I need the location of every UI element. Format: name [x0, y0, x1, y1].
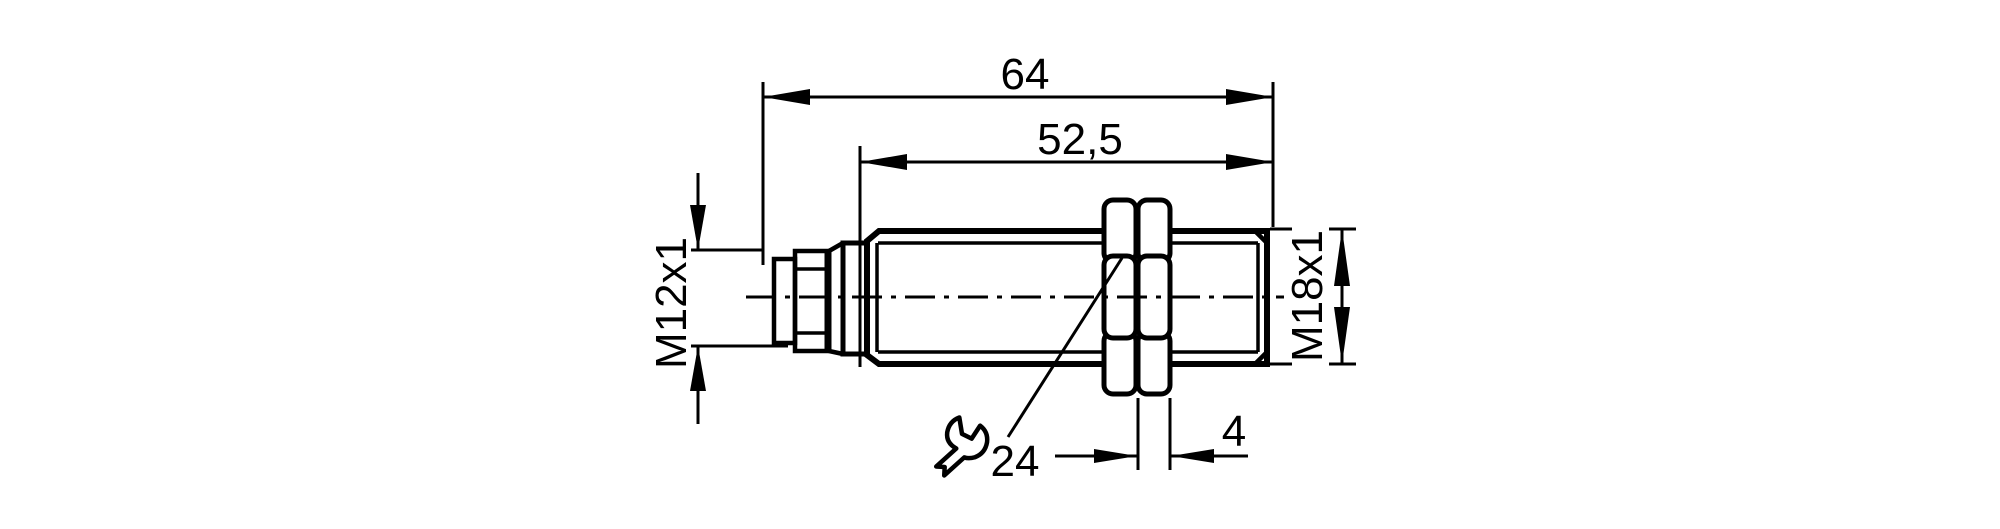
threaded-length-label: 52,5 [1037, 115, 1123, 164]
arrowhead-right [1226, 89, 1273, 105]
dimension-threaded-length: 52,5 [858, 115, 1273, 367]
connector-tip [771, 256, 798, 346]
overall-length-label: 64 [1001, 50, 1050, 99]
barrel-outline [864, 228, 1270, 367]
arrowhead-top [690, 205, 706, 250]
arrowhead-bottom [1334, 307, 1350, 364]
nut-thickness-label: 4 [1222, 407, 1246, 456]
housing-thread-label: M18x1 [1283, 230, 1332, 362]
dimension-nut-thickness: 4 [1055, 398, 1248, 470]
wrench-size-label: 24 [991, 437, 1040, 486]
arrowhead-left [860, 154, 907, 170]
nut2-top-facet [1135, 197, 1173, 265]
arrowhead-bottom [690, 346, 706, 391]
front-chamfer-top [1253, 229, 1270, 246]
arrowhead-right [1171, 449, 1214, 463]
connector-thread [792, 248, 830, 354]
arrowhead-right [1226, 154, 1273, 170]
wrench-icon [933, 415, 990, 478]
nut2-bottom-facet [1135, 329, 1173, 397]
sensor-body [746, 197, 1284, 397]
wrench-size-callout: 24 [933, 257, 1124, 486]
dimension-housing-thread: M18x1 [1270, 227, 1356, 366]
nut1-bottom-facet [1101, 329, 1139, 397]
dimension-connector-thread: M12x1 [647, 173, 788, 424]
dimension-overall-length: 64 [761, 50, 1275, 265]
front-chamfer-bottom [1253, 349, 1270, 366]
arrowhead-left [763, 89, 810, 105]
arrowhead-left [1094, 449, 1137, 463]
nut1-top-facet [1101, 197, 1139, 265]
m12-connector [771, 240, 870, 357]
hex-nut-2 [1135, 197, 1173, 397]
arrowhead-top [1334, 229, 1350, 286]
leader-line [1006, 257, 1124, 438]
connector-thread-label: M12x1 [647, 237, 696, 369]
wrench-shape [933, 415, 990, 478]
